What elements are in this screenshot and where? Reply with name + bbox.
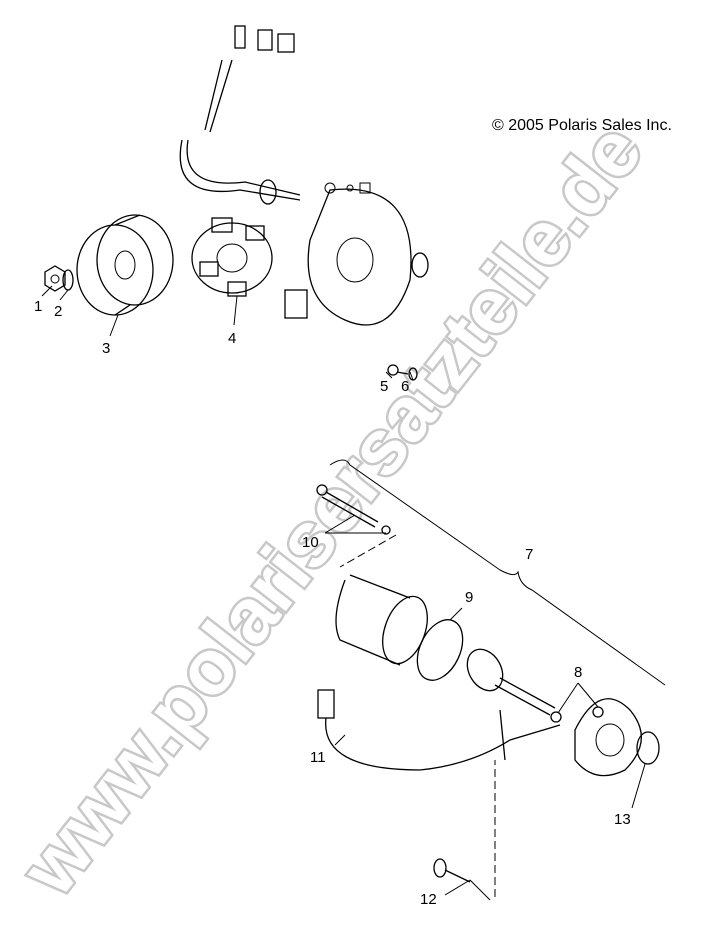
part-12-screw	[433, 760, 496, 901]
part-5-screw	[387, 364, 409, 376]
part-13-o-ring	[636, 731, 660, 765]
callout-5: 5	[380, 378, 388, 395]
part-1-nut	[44, 265, 66, 292]
callout-8: 8	[574, 664, 582, 681]
armature	[466, 648, 556, 716]
callout-6: 6	[401, 378, 409, 395]
callout-2: 2	[54, 303, 62, 320]
callout-9: 9	[465, 589, 473, 606]
callout-4: 4	[228, 330, 236, 347]
stator-wiring-harness	[179, 25, 301, 205]
callout-7: 7	[525, 546, 533, 563]
callout-12: 12	[420, 891, 437, 908]
callout-13: 13	[614, 811, 631, 828]
callout-11: 11	[310, 749, 326, 766]
callout-10: 10	[302, 534, 319, 551]
part-4-stator	[191, 217, 273, 297]
part-7-bracket	[329, 459, 666, 686]
callout-3: 3	[102, 340, 110, 357]
starter-end-cover	[574, 698, 643, 777]
callout-1: 1	[34, 298, 42, 315]
copyright-notice: © 2005 Polaris Sales Inc.	[492, 117, 672, 134]
part-3-flywheel	[76, 214, 174, 316]
starter-housing	[335, 574, 428, 666]
stator-plate	[284, 182, 429, 326]
part-10-bolt	[316, 484, 397, 568]
part-11-cable	[317, 689, 561, 771]
part-9-o-ring	[416, 619, 464, 681]
leader-lines	[41, 285, 463, 746]
